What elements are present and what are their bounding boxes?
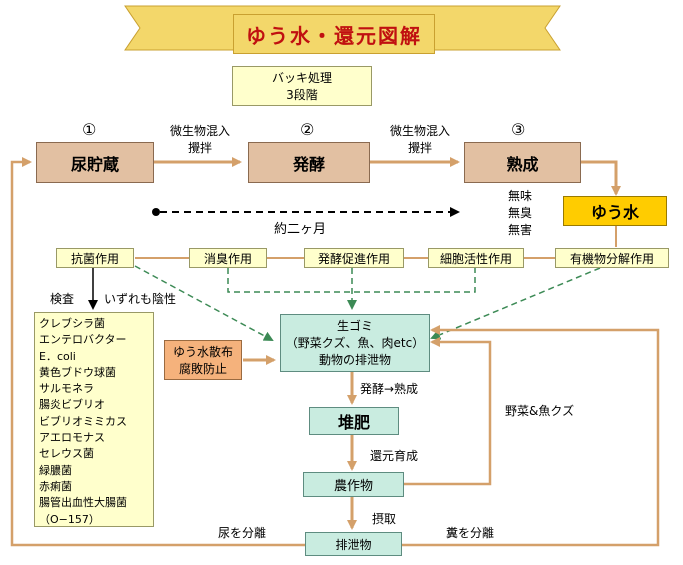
garbage-line1: 生ゴミ <box>336 318 373 333</box>
compost-box: 堆肥 <box>309 407 399 435</box>
yuusui-box: ゆう水 <box>563 196 667 226</box>
urine-label: 尿を分離 <box>218 526 267 540</box>
spray-box: ゆう水散布 腐敗防止 <box>164 340 242 380</box>
bacteria-item: 緑膿菌 <box>39 463 72 477</box>
test-label: 検査 <box>50 292 75 306</box>
bacteria-item: セレウス菌 <box>39 447 94 461</box>
bacteria-list: クレブシラ菌 エンテロバクター E．coli 黄色ブドウ球菌 サルモネラ 腸炎ビ… <box>34 312 154 527</box>
stage-2-number: ② <box>300 120 315 139</box>
green-arrow-antibacterial <box>134 265 274 341</box>
mix-label-1-line2: 攪拌 <box>187 141 212 155</box>
effect-deodorant: 消臭作用 <box>189 248 267 268</box>
feces-label: 糞を分離 <box>446 526 495 540</box>
stage-1-number: ① <box>82 120 97 139</box>
effect-organic-decomposition: 有機物分解作用 <box>555 248 669 268</box>
mix-label-1: 微生物混入 攪拌 <box>162 122 238 156</box>
reduce-label: 還元育成 <box>370 449 419 463</box>
bacteria-item: エンテロバクター <box>39 333 127 347</box>
qualities-list: 無味 無臭 無害 <box>508 188 532 239</box>
arrow-feces-loop <box>402 325 660 547</box>
bacteria-item: クレブシラ菌 <box>39 317 105 330</box>
crops-box: 農作物 <box>303 472 404 497</box>
effect-cell-activation: 細胞活性作用 <box>428 248 524 268</box>
bacteria-item: サルモネラ <box>39 382 94 396</box>
page-title: ゆう水・還元図解 <box>233 14 435 54</box>
mix-label-1-line1: 微生物混入 <box>169 124 230 138</box>
stage-urine-storage: 尿貯蔵 <box>36 142 154 183</box>
quality-harmless: 無害 <box>508 223 533 237</box>
negative-label: いずれも陰性 <box>104 292 177 306</box>
veg-label: 野菜&魚クズ <box>505 404 575 418</box>
bacteria-item: （O−157） <box>39 512 100 526</box>
spray-line1: ゆう水散布 <box>172 345 233 359</box>
stage-maturation: 熟成 <box>464 142 581 183</box>
green-bracket <box>227 268 476 293</box>
bacteria-item: 黄色ブドウ球菌 <box>39 365 116 379</box>
duration-start-dot <box>152 208 160 216</box>
spray-line2: 腐敗防止 <box>178 362 227 376</box>
excreta-box: 排泄物 <box>305 532 402 556</box>
green-arrow-organic <box>430 267 601 340</box>
process-note-line1: バッキ処理 <box>271 71 332 85</box>
garbage-line2: （野菜クズ、魚、肉etc） <box>285 335 425 350</box>
arrow-urine-loop <box>10 157 305 547</box>
quality-tasteless: 無味 <box>508 189 533 203</box>
process-note: バッキ処理 3段階 <box>232 66 372 106</box>
arrow-veg-loop <box>404 337 492 486</box>
mix-label-2: 微生物混入 攪拌 <box>382 122 458 156</box>
process-note-line2: 3段階 <box>286 88 318 102</box>
bacteria-item: 腸炎ビブリオ <box>39 398 105 412</box>
mix-label-2-line1: 微生物混入 <box>389 124 450 138</box>
duration-label: 約二ヶ月 <box>274 222 327 237</box>
ferment-label: 発酵→熟成 <box>360 382 419 396</box>
garbage-box: 生ゴミ （野菜クズ、魚、肉etc） 動物の排泄物 <box>280 314 430 372</box>
bacteria-item: 赤痢菌 <box>39 479 72 493</box>
quality-odorless: 無臭 <box>508 206 533 220</box>
garbage-line3: 動物の排泄物 <box>318 352 391 367</box>
stage-3-number: ③ <box>511 120 526 139</box>
bacteria-item: 腸管出血性大腸菌 <box>39 496 127 510</box>
effect-fermentation-promotion: 発酵促進作用 <box>304 248 404 268</box>
arrow-stage3-yuusui <box>581 160 621 196</box>
bacteria-item: E．coli <box>39 349 76 363</box>
bacteria-item: ビブリオミミカス <box>39 414 127 428</box>
mix-label-2-line2: 攪拌 <box>407 141 432 155</box>
effect-antibacterial: 抗菌作用 <box>56 248 134 268</box>
bacteria-item: アエロモナス <box>39 431 105 445</box>
stage-fermentation: 発酵 <box>248 142 370 183</box>
intake-label: 摂取 <box>372 512 397 526</box>
